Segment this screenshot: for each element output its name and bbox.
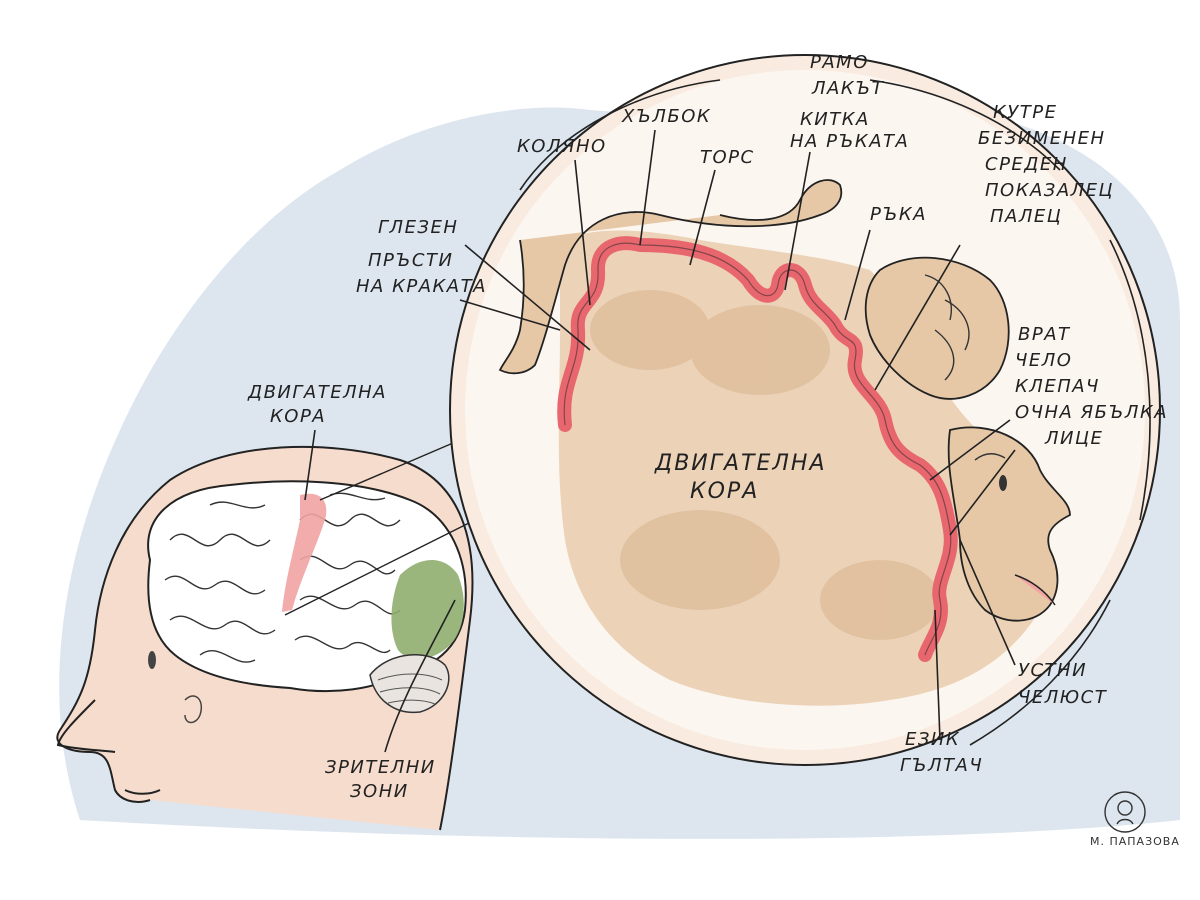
label-hip: ХЪЛБОК: [621, 106, 711, 127]
label-lips: УСТНИ: [1018, 660, 1087, 681]
motor-cortex-label-line1: ДВИГАТЕЛНА: [247, 382, 387, 403]
small-brain: [147, 480, 467, 693]
label-neck: ВРАТ: [1018, 324, 1071, 345]
homunculus-hand: [864, 256, 1010, 400]
visual-zones-label-line1: ЗРИТЕЛНИ: [325, 757, 436, 778]
label-eyelid: КЛЕПАЧ: [1015, 376, 1100, 397]
label-face: ЛИЦЕ: [1044, 428, 1103, 449]
signature-stamp: М. ПАПАЗОВА: [1090, 791, 1180, 848]
center-label-line2: КОРА: [690, 479, 759, 504]
label-tongue: ЕЗИК: [905, 729, 960, 750]
label-brow: ЧЕЛО: [1015, 350, 1072, 371]
label-hand: РЪКА: [870, 204, 927, 225]
label-toes-line1: ПРЪСТИ: [368, 250, 453, 271]
label-swallowing: ГЪЛТАЧ: [900, 755, 983, 776]
signature-text: М. ПАПАЗОВА: [1090, 835, 1180, 848]
label-middle-finger: СРЕДЕН: [985, 154, 1068, 175]
label-little-finger: КУТРЕ: [993, 102, 1057, 123]
visual-area: [391, 560, 464, 660]
label-wrist-line1: КИТКА: [800, 109, 870, 130]
small-head: [56, 445, 474, 831]
label-wrist-line2: НА РЪКАТА: [790, 131, 909, 152]
label-knee: КОЛЯНО: [517, 136, 607, 157]
label-toes-line2: НА КРАКАТА: [356, 276, 487, 297]
label-shoulder: РАМО: [810, 52, 869, 73]
label-thumb: ПАЛЕЦ: [990, 206, 1062, 227]
label-elbow: ЛАКЪТ: [811, 78, 885, 99]
motor-cortex-label-line2: КОРА: [270, 406, 326, 427]
label-index-finger: ПОКАЗАЛЕЦ: [985, 180, 1114, 201]
label-ring-finger: БЕЗИМЕНЕН: [978, 128, 1106, 149]
cerebellum: [369, 654, 450, 714]
homunculus-leg: [498, 179, 843, 375]
motor-cortex-strip: [282, 493, 327, 612]
label-jaw: ЧЕЛЮСТ: [1018, 687, 1108, 708]
visual-zones-label-line2: ЗОНИ: [350, 781, 409, 802]
label-eyeball: ОЧНА ЯБЪЛКА: [1015, 402, 1168, 423]
label-trunk: ТОРС: [700, 147, 755, 168]
center-label-line1: ДВИГАТЕЛНА: [654, 451, 827, 476]
label-ankle: ГЛЕЗЕН: [378, 217, 458, 238]
